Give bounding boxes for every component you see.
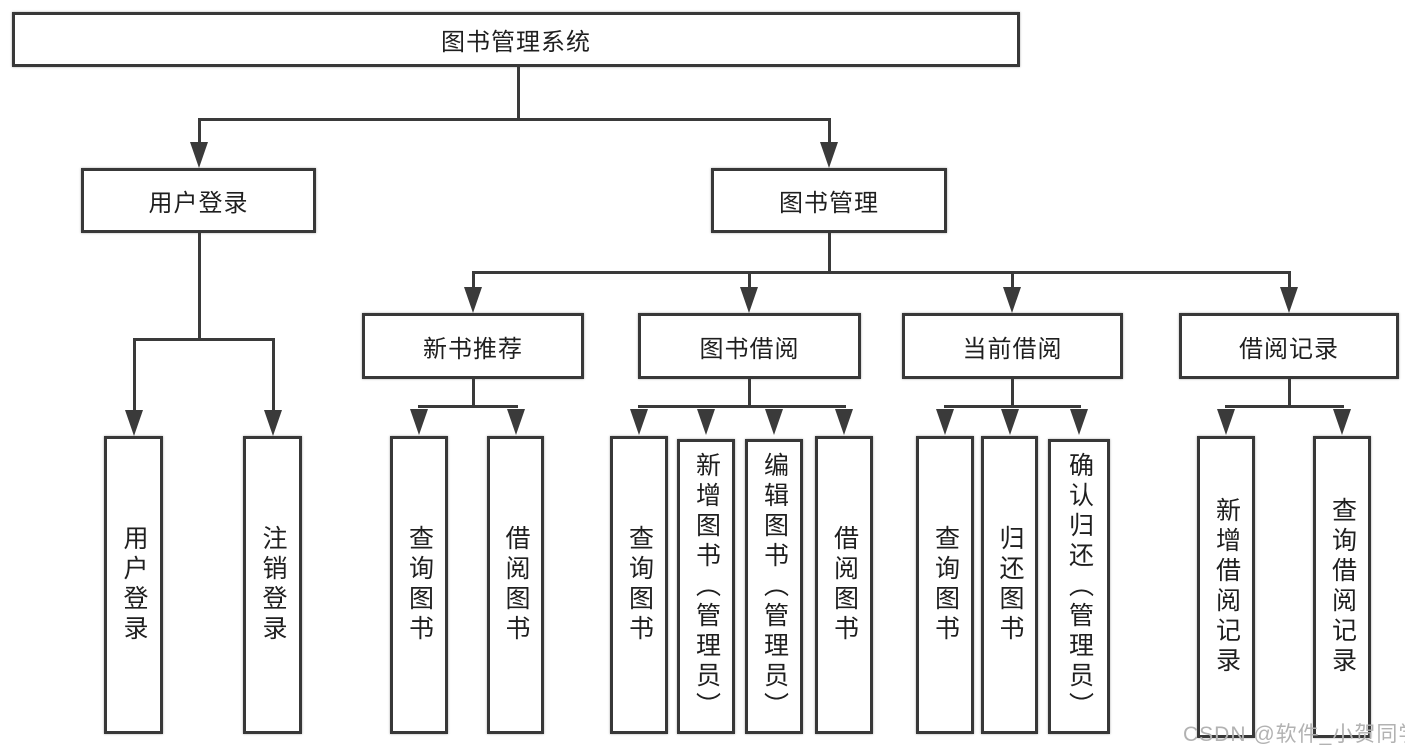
leaf-edit-book-admin: 编辑图书（管理员） bbox=[745, 439, 803, 734]
arrowhead-down bbox=[190, 142, 208, 168]
connector-drop bbox=[1011, 271, 1014, 291]
leaf-return-book: 归还图书 bbox=[981, 436, 1038, 734]
node-current-borrowing: 当前借阅 bbox=[902, 313, 1123, 379]
leaf-borrow-books-borrowing: 借阅图书 bbox=[815, 436, 873, 734]
connector-drop bbox=[272, 338, 275, 412]
arrowhead-down bbox=[1217, 409, 1235, 435]
arrowhead-down bbox=[740, 287, 758, 313]
leaf-search-books-recommend-label: 查询图书 bbox=[405, 525, 434, 645]
leaf-borrow-books-recommend: 借阅图书 bbox=[487, 436, 544, 734]
connector-level2-bus bbox=[198, 118, 831, 121]
leaf-borrow-books-recommend-label: 借阅图书 bbox=[502, 525, 530, 645]
leaf-edit-book-admin-label: 编辑图书（管理员） bbox=[760, 451, 789, 722]
node-book-management-label: 图书管理 bbox=[779, 190, 879, 217]
connector-drop bbox=[828, 118, 831, 148]
arrowhead-down bbox=[936, 409, 954, 435]
arrowhead-down bbox=[264, 410, 282, 436]
arrowhead-down bbox=[1070, 409, 1088, 435]
node-library-system: 图书管理系统 bbox=[12, 12, 1020, 67]
leaf-search-books-current: 查询图书 bbox=[916, 436, 974, 734]
connector-stem bbox=[748, 379, 751, 407]
arrowhead-down bbox=[765, 409, 783, 435]
arrowhead-down bbox=[1280, 287, 1298, 313]
arrowhead-down bbox=[1001, 409, 1019, 435]
leaf-search-books-current-label: 查询图书 bbox=[931, 525, 960, 645]
leaf-user-login: 用户登录 bbox=[104, 436, 163, 734]
node-book-borrowing-label: 图书借阅 bbox=[699, 335, 800, 363]
leaf-search-books-recommend: 查询图书 bbox=[390, 436, 448, 734]
node-current-borrowing-label: 当前借阅 bbox=[962, 335, 1063, 363]
connector-stem bbox=[1011, 379, 1014, 407]
node-user-login-label: 用户登录 bbox=[148, 190, 249, 217]
leaf-borrow-books-borrowing-label: 借阅图书 bbox=[830, 525, 859, 645]
connector-stem bbox=[472, 379, 475, 407]
node-book-management: 图书管理 bbox=[711, 168, 947, 233]
connector-drop bbox=[1288, 271, 1291, 291]
connector-drop bbox=[133, 338, 136, 412]
arrowhead-down bbox=[835, 409, 853, 435]
connector-drop bbox=[748, 271, 751, 291]
connector-bus bbox=[638, 405, 846, 408]
leaf-logout: 注销登录 bbox=[243, 436, 302, 734]
connector-bus bbox=[944, 405, 1081, 408]
leaf-add-borrow-record: 新增借阅记录 bbox=[1197, 436, 1255, 738]
leaf-confirm-return-admin-label: 确认归还（管理员） bbox=[1065, 451, 1094, 722]
arrowhead-down bbox=[820, 142, 838, 168]
arrowhead-down bbox=[410, 409, 428, 435]
connector-user-login-bus bbox=[133, 338, 275, 341]
connector-stem bbox=[1288, 379, 1291, 407]
node-book-borrowing: 图书借阅 bbox=[638, 313, 861, 379]
connector-root-stem bbox=[517, 67, 520, 120]
arrowhead-down bbox=[125, 410, 143, 436]
connector-level3-bus bbox=[472, 271, 1291, 274]
connector-drop bbox=[198, 118, 201, 148]
connector-book-mgmt-stem bbox=[828, 233, 831, 273]
connector-bus bbox=[418, 405, 518, 408]
connector-drop bbox=[472, 271, 475, 291]
leaf-user-login-label: 用户登录 bbox=[120, 525, 148, 645]
leaf-search-books-borrowing-label: 查询图书 bbox=[625, 525, 654, 645]
arrowhead-down bbox=[630, 409, 648, 435]
node-borrowing-records-label: 借阅记录 bbox=[1239, 335, 1339, 363]
node-user-login: 用户登录 bbox=[81, 168, 316, 233]
arrowhead-down bbox=[1003, 287, 1021, 313]
node-library-system-label: 图书管理系统 bbox=[441, 29, 591, 56]
arrowhead-down bbox=[507, 409, 525, 435]
connector-user-login-stem bbox=[198, 233, 201, 338]
node-borrowing-records: 借阅记录 bbox=[1179, 313, 1399, 379]
arrowhead-down bbox=[1333, 409, 1351, 435]
arrowhead-down bbox=[697, 409, 715, 435]
arrowhead-down bbox=[464, 287, 482, 313]
connector-bus bbox=[1225, 405, 1344, 408]
leaf-logout-label: 注销登录 bbox=[259, 525, 287, 645]
watermark: CSDN @软件_小贺同学 bbox=[1183, 723, 1405, 746]
leaf-return-book-label: 归还图书 bbox=[996, 525, 1024, 645]
leaf-confirm-return-admin: 确认归还（管理员） bbox=[1048, 439, 1110, 734]
leaf-search-borrow-record-label: 查询借阅记录 bbox=[1328, 497, 1357, 677]
leaf-add-borrow-record-label: 新增借阅记录 bbox=[1212, 497, 1241, 677]
leaf-add-book-admin-label: 新增图书（管理员） bbox=[692, 451, 721, 722]
leaf-add-book-admin: 新增图书（管理员） bbox=[677, 439, 735, 734]
node-new-book-recommend: 新书推荐 bbox=[362, 313, 584, 379]
leaf-search-books-borrowing: 查询图书 bbox=[610, 436, 668, 734]
leaf-search-borrow-record: 查询借阅记录 bbox=[1313, 436, 1371, 738]
node-new-book-recommend-label: 新书推荐 bbox=[423, 335, 523, 363]
